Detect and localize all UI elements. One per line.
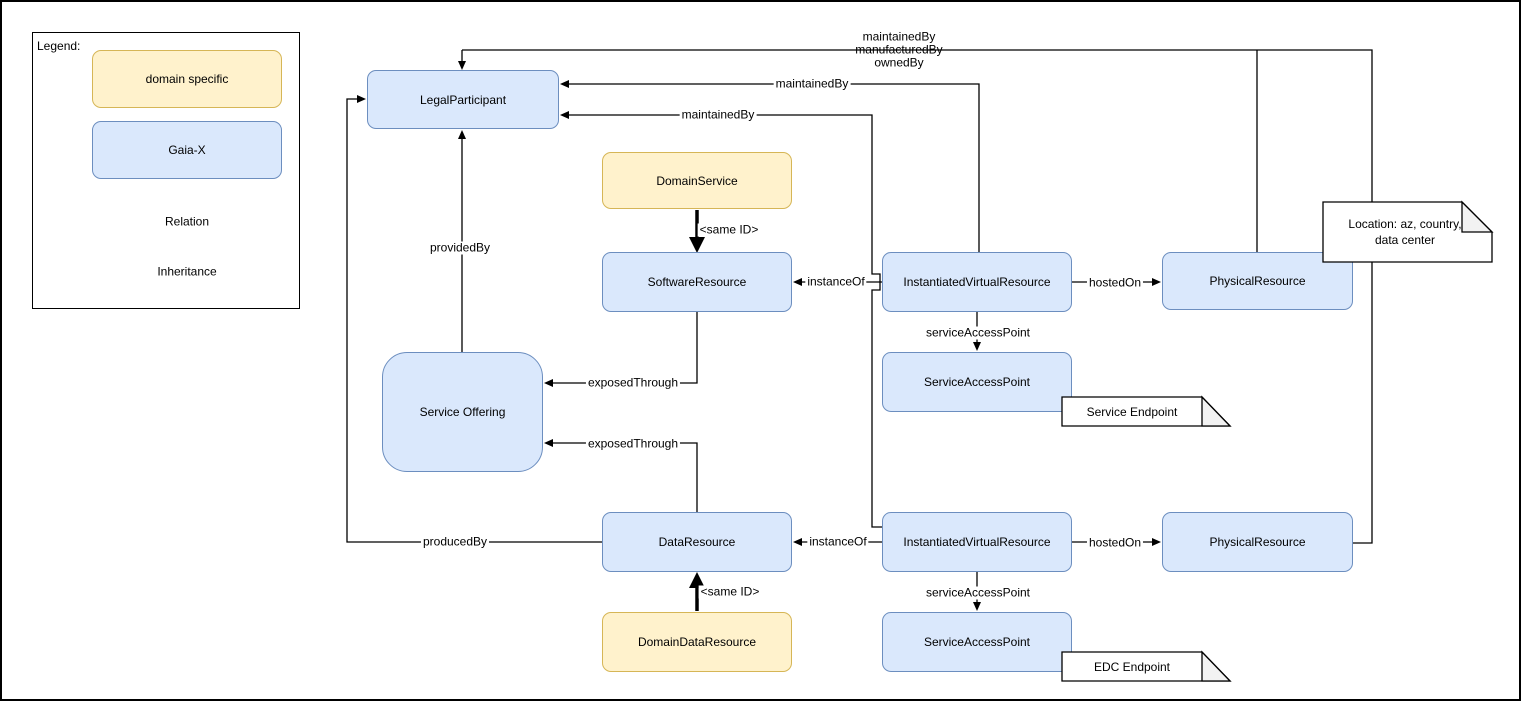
legend-inheritance-label: Inheritance: [155, 264, 219, 279]
note-service-endpoint-fold: [1201, 395, 1232, 427]
note-edc-endpoint-text: EDC Endpoint: [1093, 660, 1171, 674]
node-physical-resource-upper-label: PhysicalResource: [1209, 274, 1306, 288]
arrowhead-sap-lower: [973, 602, 981, 611]
legend-gaiax-label: Gaia-X: [168, 143, 206, 157]
legend-gaiax-box: Gaia-X: [92, 121, 282, 179]
node-ivr-lower-label: InstantiatedVirtualResource: [903, 535, 1051, 549]
node-ivr-upper-label: InstantiatedVirtualResource: [903, 275, 1051, 289]
arrowhead-maintained-by-lower: [560, 111, 569, 119]
edge-label-owned-by: ownedBy: [874, 55, 924, 70]
node-software-resource: SoftwareResource: [602, 252, 792, 312]
node-service-offering: Service Offering: [382, 352, 543, 472]
edge-label-produced-by: producedBy: [420, 534, 490, 549]
edge-label-maintained-by-lower: maintainedBy: [679, 107, 757, 122]
arrowhead-exposed-through-data: [544, 439, 553, 447]
node-physical-resource-upper: PhysicalResource: [1162, 252, 1353, 310]
node-domain-data-resource: DomainDataResource: [602, 612, 792, 672]
edge-label-maintained-by-top: maintainedBy: [862, 29, 936, 44]
legend-domain-specific-label: domain specific: [145, 72, 229, 86]
node-sap-lower-label: ServiceAccessPoint: [923, 635, 1031, 649]
edge-label-instance-of-upper: instanceOf: [805, 274, 867, 289]
node-instantiated-virtual-resource-upper: InstantiatedVirtualResource: [882, 252, 1072, 312]
arrowhead-into-lp-top: [458, 61, 466, 70]
node-physical-resource-lower: PhysicalResource: [1162, 512, 1353, 572]
note-location-line1: Location: az, country,: [1348, 217, 1462, 231]
arrowhead-hosted-on-lower: [1152, 538, 1161, 546]
edge-label-service-access-point-lower: serviceAccessPoint: [923, 585, 1033, 600]
legend-relation-label: Relation: [162, 214, 212, 229]
node-domain-service: DomainService: [602, 152, 792, 209]
node-legal-participant-label: LegalParticipant: [419, 92, 507, 107]
edge-label-provided-by: providedBy: [427, 240, 493, 255]
node-sap-upper-label: ServiceAccessPoint: [923, 375, 1031, 389]
edge-label-exposed-through-data: exposedThrough: [585, 436, 681, 451]
edge-exposed-through-data: [552, 442, 698, 512]
edge-label-same-id-service: <same ID>: [697, 222, 761, 237]
note-location-text: Location: az, country, data center: [1348, 216, 1461, 248]
arrowhead-exposed-through-software: [544, 379, 553, 387]
arrowhead-hosted-on-upper: [1152, 278, 1161, 286]
note-edc-endpoint-fold: [1201, 650, 1232, 682]
node-data-resource-label: DataResource: [658, 535, 736, 549]
node-service-access-point-upper: ServiceAccessPoint: [882, 352, 1072, 412]
node-domain-data-resource-label: DomainDataResource: [637, 635, 757, 649]
edge-label-hosted-on-upper: hostedOn: [1086, 275, 1144, 290]
note-service-endpoint-text: Service Endpoint: [1086, 405, 1178, 419]
edge-label-maintained-by-upper: maintainedBy: [773, 76, 851, 91]
arrowhead-instance-of-lower: [793, 538, 802, 546]
node-legal-participant: LegalParticipant: [367, 70, 559, 129]
node-domain-service-label: DomainService: [656, 173, 738, 188]
arrowhead-same-id-service: [689, 237, 705, 253]
edge-label-hosted-on-lower: hostedOn: [1086, 535, 1144, 550]
arrowhead-maintained-by-upper: [560, 80, 569, 88]
node-service-offering-label: Service Offering: [419, 405, 506, 419]
node-service-access-point-lower: ServiceAccessPoint: [882, 612, 1072, 672]
edge-produced-by: [346, 98, 602, 543]
node-physical-resource-lower-label: PhysicalResource: [1209, 535, 1306, 549]
arrowhead-produced-by: [357, 95, 366, 103]
arrowhead-provided-by: [458, 130, 466, 139]
edge-exposed-through-software: [552, 312, 698, 384]
arrowhead-instance-of-upper: [793, 278, 802, 286]
edge-label-same-id-data: <same ID>: [698, 584, 762, 599]
legend-title: Legend:: [37, 39, 81, 53]
node-instantiated-virtual-resource-lower: InstantiatedVirtualResource: [882, 512, 1072, 572]
legend-domain-specific-box: domain specific: [92, 50, 282, 108]
arrowhead-sap-upper: [973, 342, 981, 351]
node-software-resource-label: SoftwareResource: [647, 275, 747, 289]
note-location-line2: data center: [1374, 233, 1436, 247]
edge-label-instance-of-lower: instanceOf: [807, 534, 869, 549]
edge-label-exposed-through-software: exposedThrough: [585, 375, 681, 390]
edge-label-service-access-point-upper: serviceAccessPoint: [923, 325, 1033, 340]
node-data-resource: DataResource: [602, 512, 792, 572]
note-location-fold: [1461, 200, 1494, 233]
